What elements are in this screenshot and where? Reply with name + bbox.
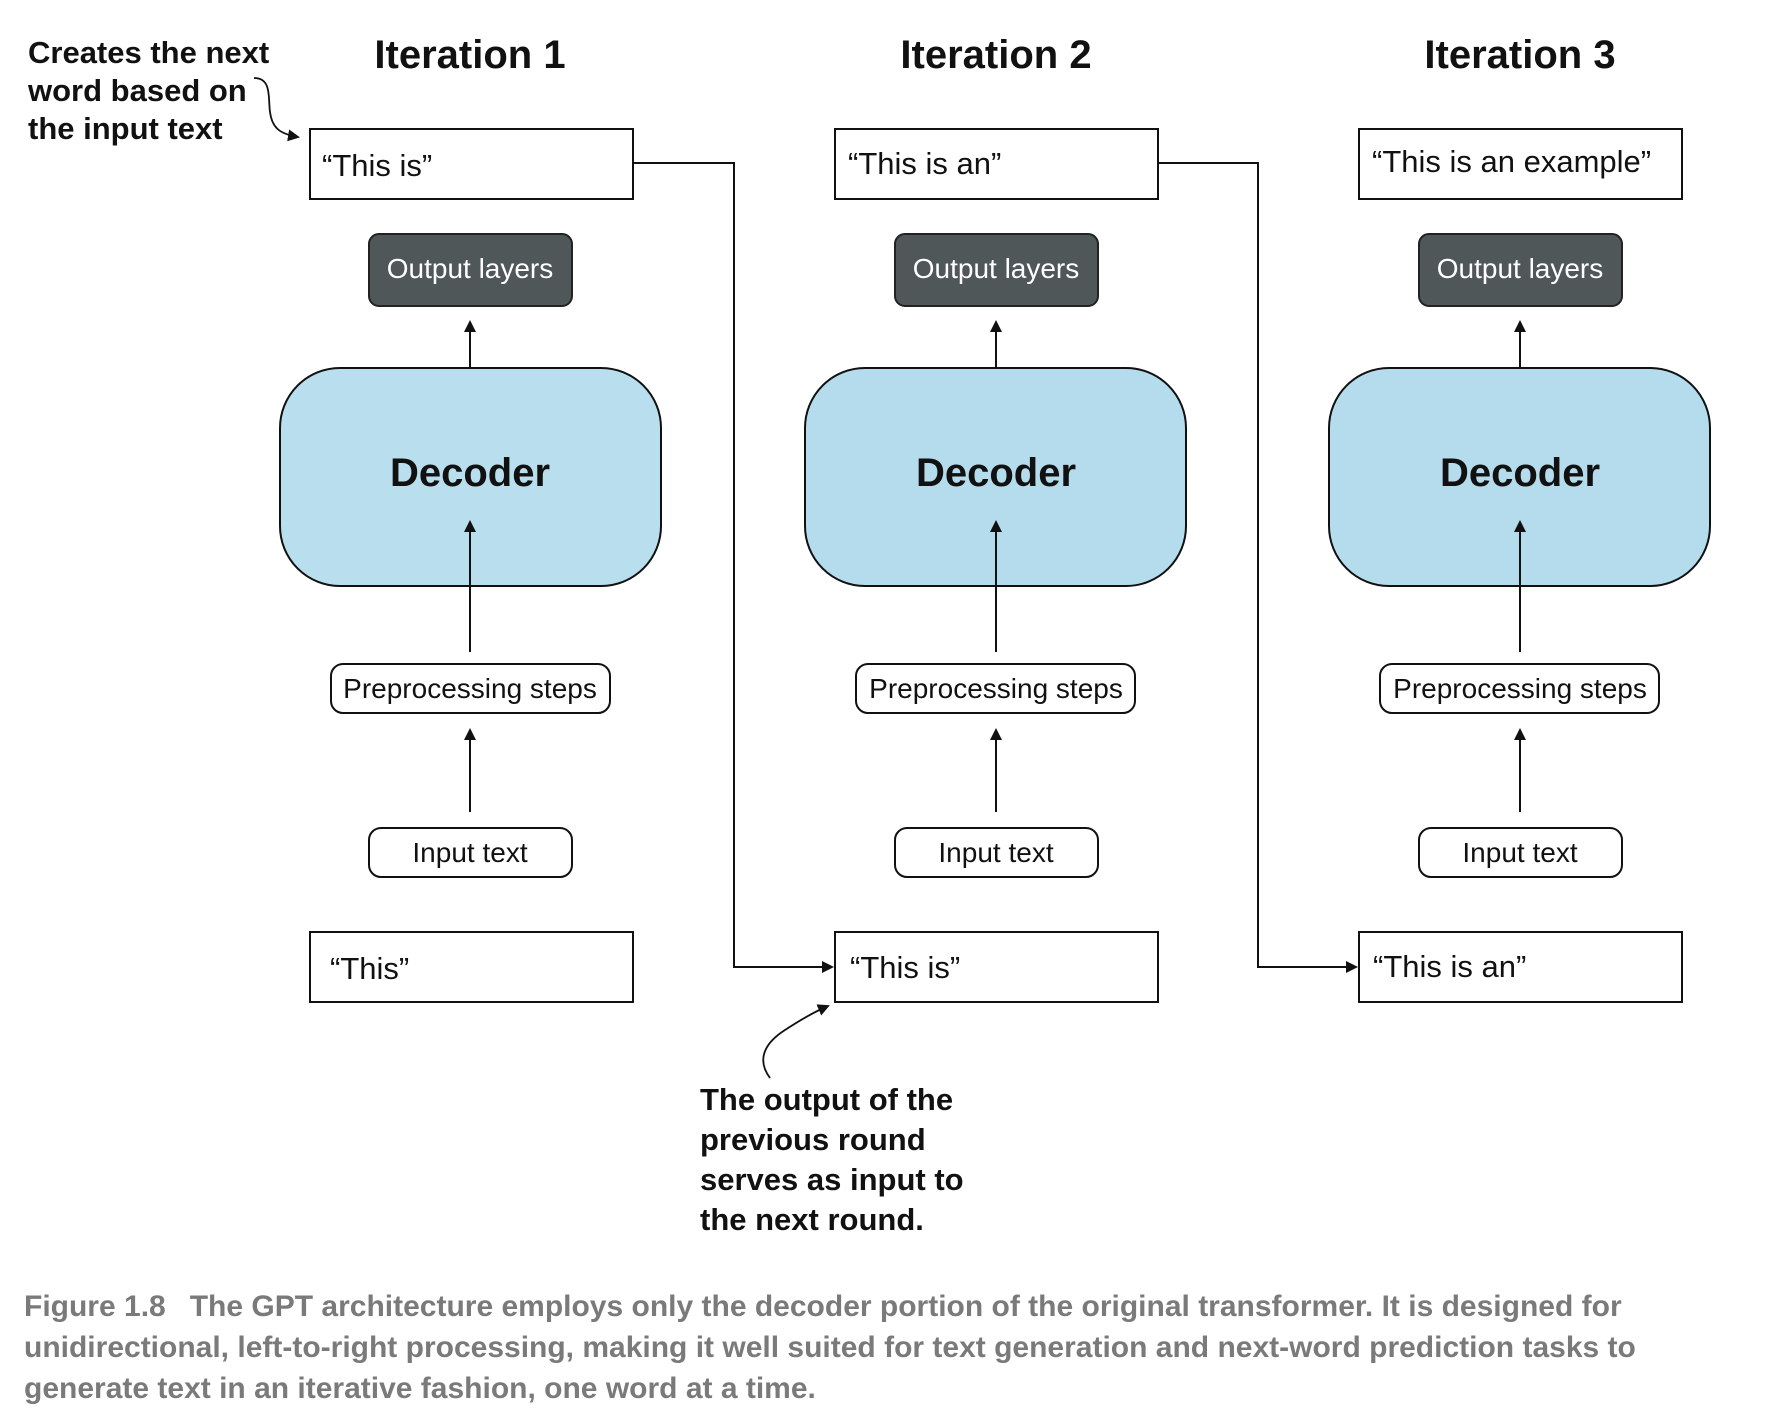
output-layers-label: Output layers (913, 253, 1080, 284)
output-text: “This is an” (848, 146, 1001, 181)
input-value: “This” (330, 951, 409, 986)
output-text: “This is an example” (1372, 144, 1651, 179)
annotation-bottom: The output of the previous round serves … (700, 1004, 964, 1237)
decoder-label: Decoder (916, 451, 1076, 495)
annotation-line: The output of the (700, 1082, 953, 1117)
iteration-title: Iteration 1 (374, 33, 565, 77)
input-value: “This is an” (1373, 949, 1526, 984)
input-value-box (309, 931, 634, 1003)
input-value: “This is” (850, 950, 960, 985)
annotation-line: the next round. (700, 1202, 924, 1237)
output-text-box (309, 128, 634, 200)
annotation-line: Creates the next (28, 35, 269, 70)
output-layers-label: Output layers (387, 253, 554, 284)
input-text-box (894, 827, 1099, 878)
input-label: Input text (412, 837, 527, 868)
decoder-label: Decoder (390, 451, 550, 495)
input-text-box (368, 827, 573, 878)
output-layers-box (368, 233, 573, 307)
annotation-curved-arrow (762, 1004, 830, 1079)
annotation-line: previous round (700, 1122, 926, 1157)
output-layers-label: Output layers (1437, 253, 1604, 284)
output-layers-box (894, 233, 1099, 307)
output-text-box (1358, 128, 1683, 200)
input-value-box (1358, 931, 1683, 1003)
iteration-1: Iteration 1 “This is” Output layers Deco… (279, 33, 662, 1003)
annotation-line: serves as input to (700, 1162, 964, 1197)
iteration-3: Iteration 3 “This is an example” Output … (1328, 33, 1711, 1003)
input-label: Input text (938, 837, 1053, 868)
iteration-title: Iteration 3 (1424, 33, 1615, 77)
preprocessing-label: Preprocessing steps (1393, 673, 1647, 704)
preprocessing-box (855, 663, 1136, 714)
figure-caption-text: The GPT architecture employs only the de… (24, 1290, 1636, 1405)
figure-label: Figure 1.8 (24, 1290, 166, 1323)
preprocessing-box (330, 663, 611, 714)
iteration-2: Iteration 2 “This is an” Output layers D… (804, 33, 1187, 1003)
output-layers-box (1418, 233, 1623, 307)
output-text: “This is” (322, 148, 432, 183)
connector-iteration-1-to-2 (633, 162, 834, 973)
preprocessing-box (1379, 663, 1660, 714)
preprocessing-label: Preprocessing steps (343, 673, 597, 704)
input-label: Input text (1462, 837, 1577, 868)
annotation-line: the input text (28, 111, 223, 146)
decoder-label: Decoder (1440, 451, 1600, 495)
iteration-title: Iteration 2 (900, 33, 1091, 77)
annotation-curved-arrow (253, 77, 300, 142)
annotation-top-left: Creates the next word based on the input… (27, 35, 300, 146)
connector-iteration-2-to-3 (1158, 162, 1358, 973)
input-text-box (1418, 827, 1623, 878)
input-value-box (834, 931, 1159, 1003)
preprocessing-label: Preprocessing steps (869, 673, 1123, 704)
output-text-box (834, 128, 1159, 200)
annotation-line: word based on (27, 73, 247, 108)
